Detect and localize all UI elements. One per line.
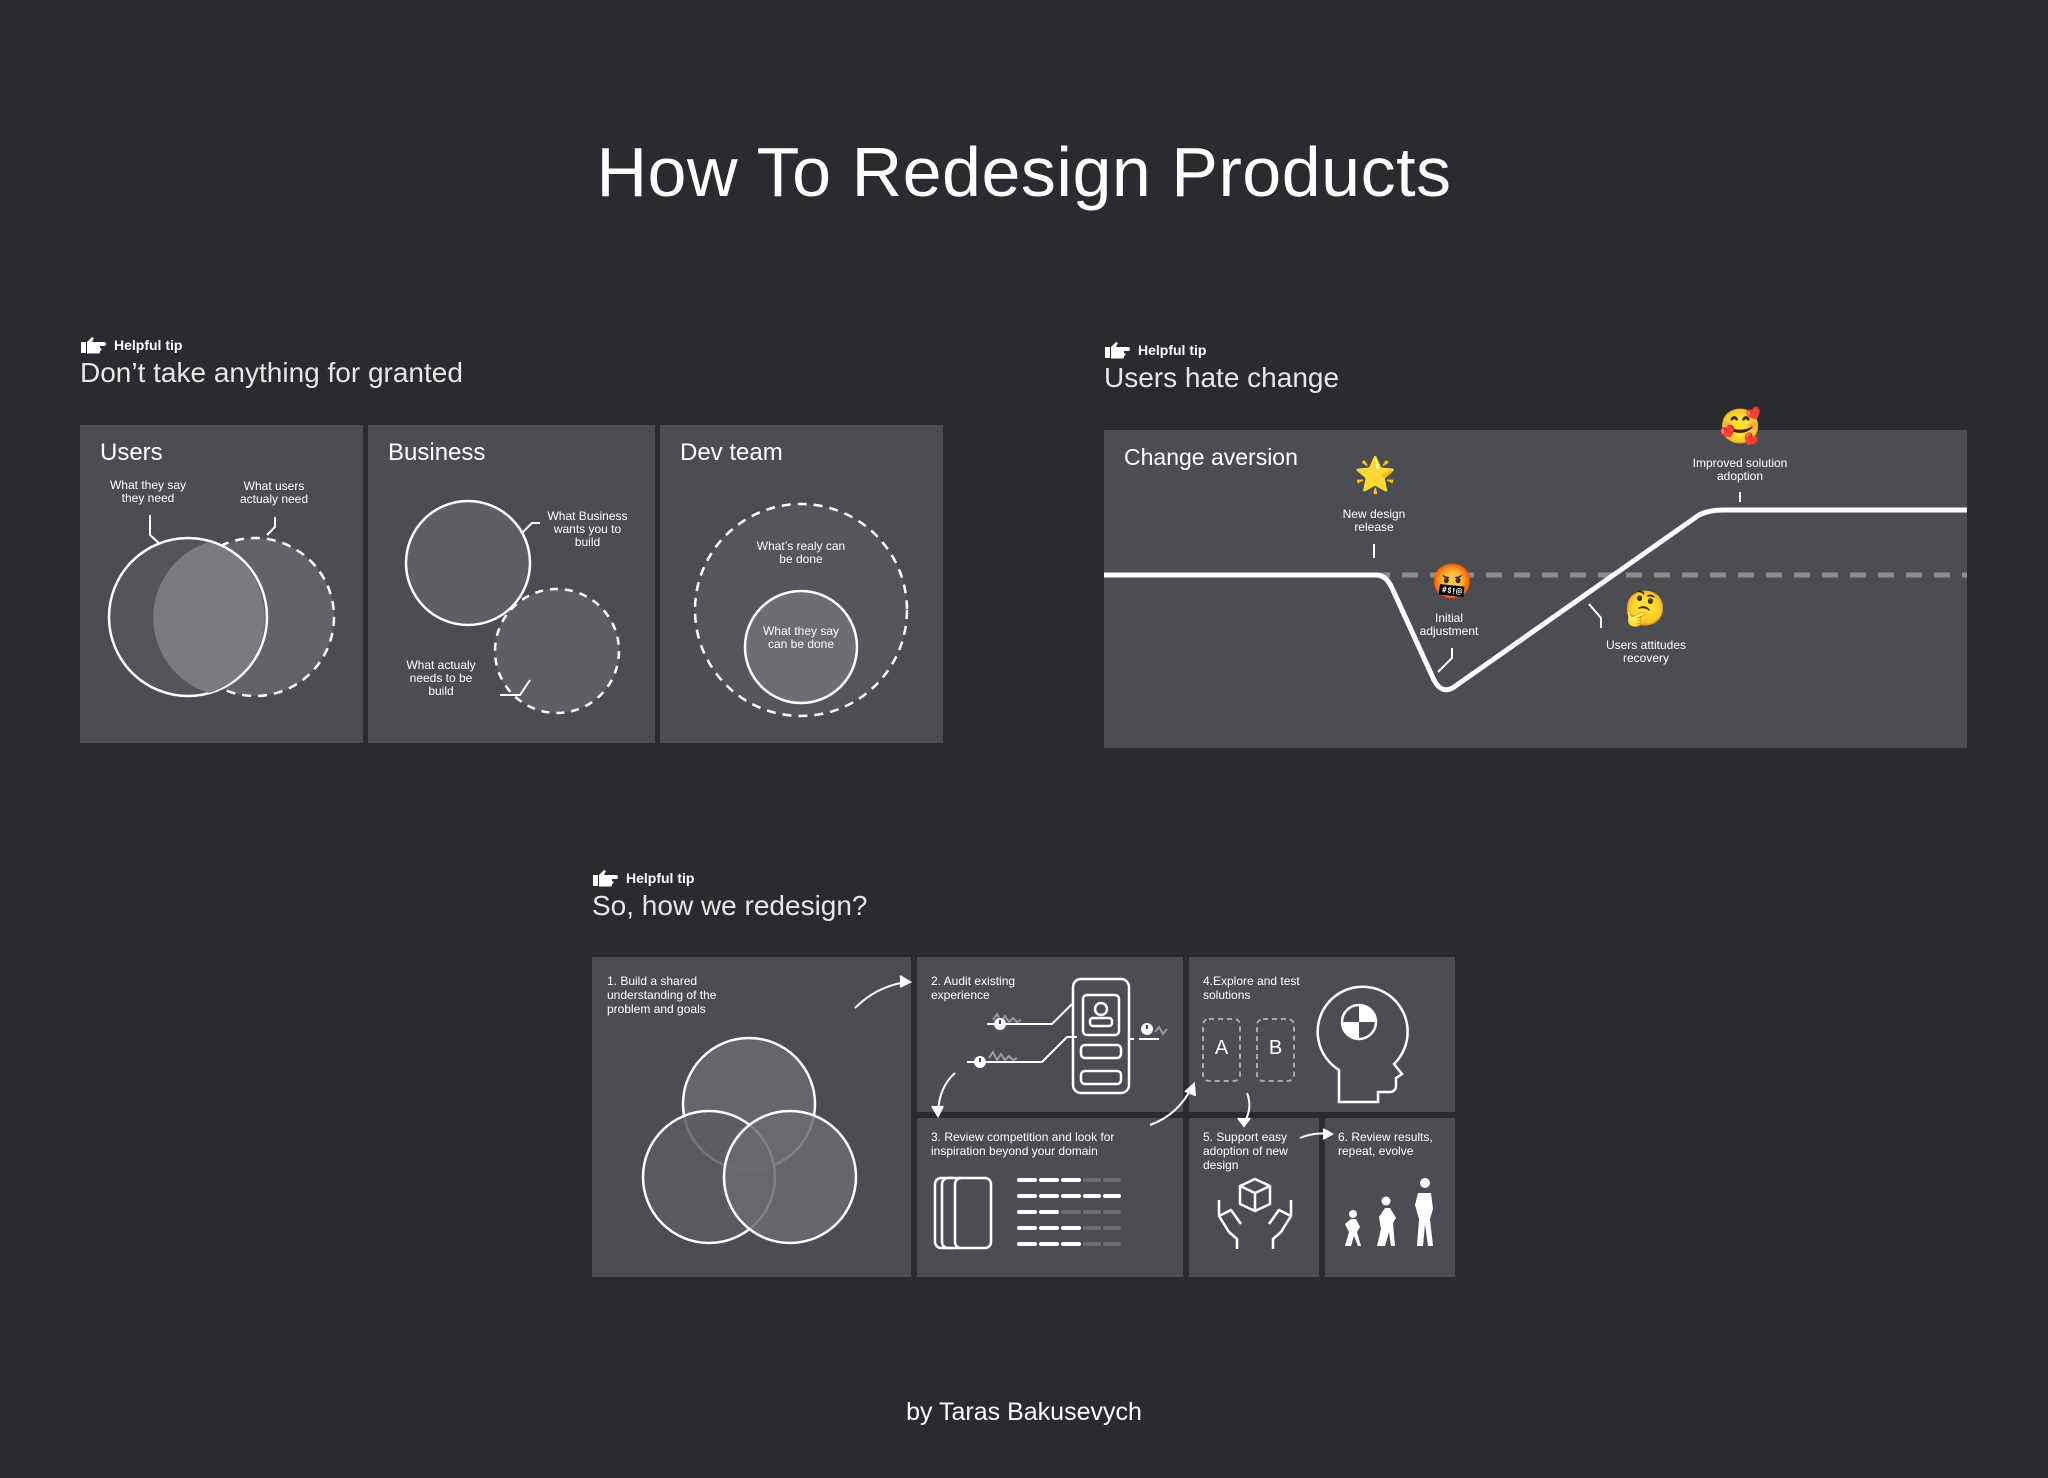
users-label-say: What they say they need [109,478,187,505]
step4-panel: 4.Explore and test solutions A B [1189,957,1455,1112]
pointing-hand-icon [81,337,106,354]
section3-tip-label: Helpful tip [626,870,695,886]
variant-b-label: B [1268,1037,1283,1059]
step5-panel: 5. Support easy adoption of new design [1189,1118,1319,1277]
change-aversion-curve [1104,492,1967,693]
competition-illustration [933,1176,1121,1250]
dev-panel-title: Dev team [680,439,783,466]
step1-label: 1. Build a shared understanding of the p… [607,974,717,1016]
angry-face-icon: 🤬 [1431,563,1474,601]
users-panel: Users What they say they need What users… [80,425,363,743]
list-lines-icon [1017,1178,1121,1246]
hands-box-icon [1217,1177,1293,1249]
dev-label-say: What they say can be done [762,624,840,651]
step5-label: 5. Support easy adoption of new design [1203,1130,1288,1172]
pointing-hand-icon [593,870,618,887]
users-venn-diagram [107,515,336,698]
section1-title: Don’t take anything for granted [80,357,463,388]
dev-nested-circles-diagram [693,502,909,718]
section1-tip-label: Helpful tip [114,337,183,353]
step3-panel: 3. Review competition and look for inspi… [917,1118,1183,1277]
step2-label: 2. Audit existing experience [931,974,1016,1002]
warning-icon [974,1018,1153,1068]
business-panel: Business What Business wants you to buil… [368,425,655,743]
evolution-icon [1345,1178,1433,1246]
thinking-face-icon: 🤔 [1624,590,1667,628]
users-label-need: What users actualy need [239,479,309,506]
label-improved-solution-adoption: Improved solution adoption [1692,456,1788,483]
change-aversion-panel: Change aversion 🌟 New design release 🤬 I… [1104,410,1967,748]
dev-panel: Dev team What’s realy can be done What t… [660,425,943,743]
business-label-needs: What actualy needs to be build [406,658,476,698]
audit-illustration [967,977,1168,1095]
section2-title: Users hate change [1104,362,1340,393]
section3-title: So, how we redesign? [592,890,868,921]
users-panel-title: Users [100,439,163,466]
label-users-attitudes-recovery: Users attitudes recovery [1605,638,1687,665]
step2-panel: 2. Audit existing experience [917,957,1183,1112]
business-label-wants: What Business wants you to build [547,509,628,549]
dev-label-can: What’s realy can be done [756,539,846,566]
step4-label: 4.Explore and test solutions [1203,974,1300,1002]
section2-tip: Helpful tip [1104,341,1206,359]
change-aversion-title: Change aversion [1124,444,1298,470]
step1-panel: 1. Build a shared understanding of the p… [592,957,911,1277]
step6-panel: 6. Review results, repeat, evolve [1325,1118,1455,1277]
author-credit: by Taras Bakusevych [906,1398,1142,1426]
smiling-hearts-icon: 🥰 [1719,408,1762,446]
page-title: How To Redesign Products [596,133,1452,211]
step6-label: 6. Review results, repeat, evolve [1338,1130,1433,1158]
section2-tip-label: Helpful tip [1138,342,1207,358]
label-new-design-release: New design release [1342,507,1406,534]
business-circles-diagram [404,499,621,715]
step3-label: 3. Review competition and look for inspi… [931,1130,1115,1158]
head-profile-icon [1316,985,1409,1104]
three-circle-venn-diagram [641,1036,858,1245]
phone-wireframe-icon [1071,977,1131,1095]
variant-a-label: A [1214,1037,1229,1059]
label-initial-adjustment: Initial adjustment [1419,611,1479,638]
section3-tip: Helpful tip [592,869,694,887]
business-panel-title: Business [388,439,486,466]
section1-tip: Helpful tip [80,336,182,354]
star-icon: 🌟 [1354,456,1397,494]
pointing-hand-icon [1105,342,1130,359]
ab-test-illustration [1202,985,1409,1104]
cards-stack-icon [933,1176,993,1250]
